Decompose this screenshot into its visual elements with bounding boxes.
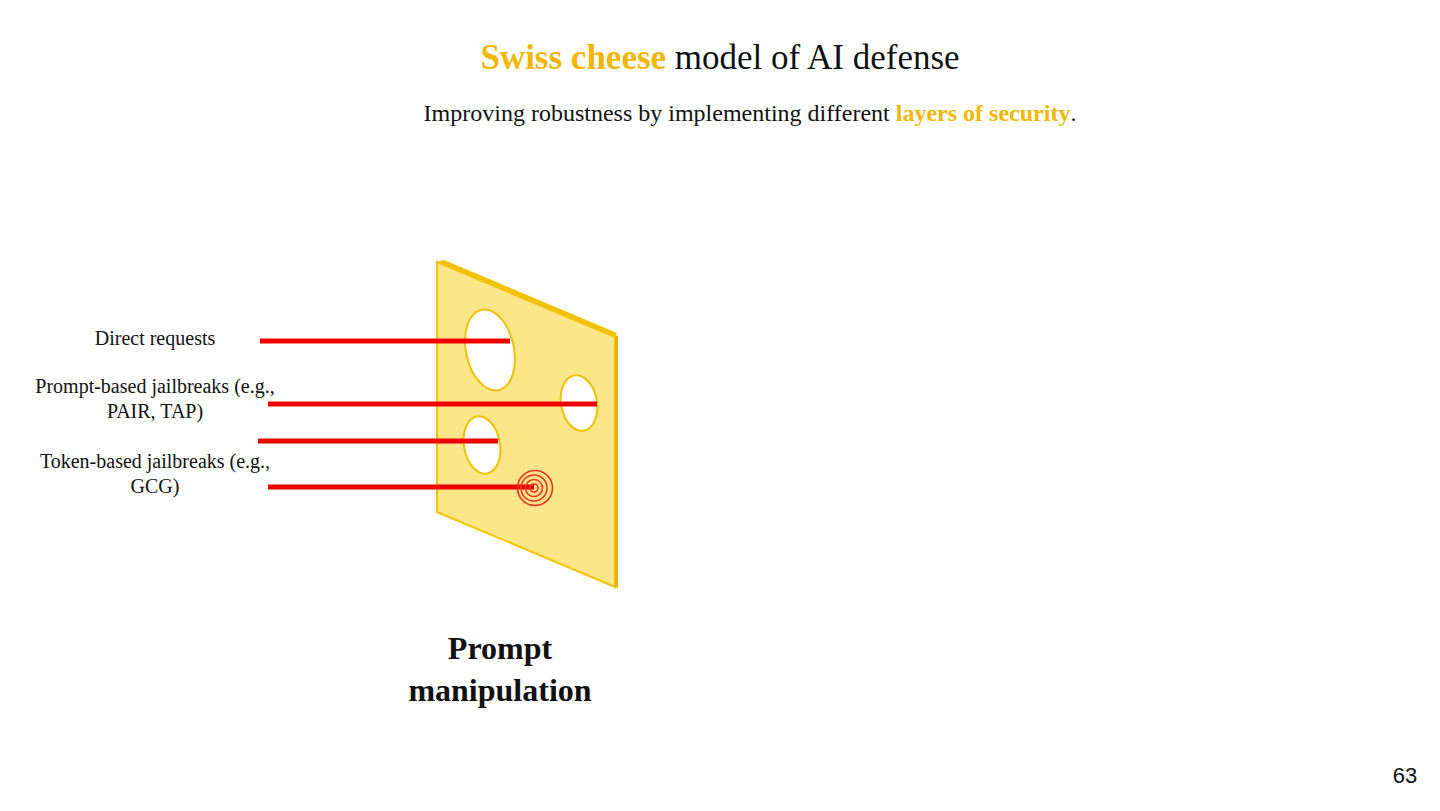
slide-title: Swiss cheese model of AI defense <box>480 38 959 78</box>
attack-ray <box>268 485 534 490</box>
attack-ray <box>268 402 597 407</box>
cheese-top-edge <box>437 260 617 337</box>
slide-subtitle: Improving robustness by implementing dif… <box>424 98 1077 128</box>
cheese-face <box>437 262 615 587</box>
cheese-slice <box>437 260 618 588</box>
cheese-side-edge <box>615 335 618 588</box>
cheese-hole <box>459 413 505 476</box>
impact-spiral <box>518 471 553 506</box>
layer-heading: Prompt manipulation <box>380 628 620 711</box>
cheese-hole <box>458 305 522 395</box>
impact-ring <box>530 484 538 492</box>
attack-ray <box>258 439 498 444</box>
impact-ring <box>518 471 553 506</box>
attack-lines <box>258 341 597 487</box>
attack-label: Prompt-based jailbreaks (e.g., PAIR, TAP… <box>30 374 280 424</box>
impact-ring <box>521 475 547 501</box>
layer-name: Prompt manipulation <box>380 628 620 711</box>
attack-ray <box>260 339 510 344</box>
page-number: 63 <box>1393 762 1417 790</box>
impact-ring <box>526 480 543 497</box>
attack-label: Token-based jailbreaks (e.g., GCG) <box>30 449 280 499</box>
attack-label: Direct requests <box>95 326 216 351</box>
